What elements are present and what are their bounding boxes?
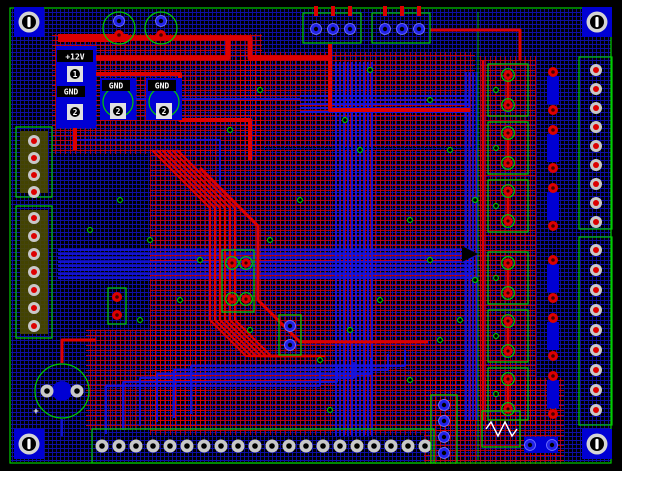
capacitor-gnd-b: GND 2 xyxy=(146,78,182,120)
screw-head-icon xyxy=(582,7,612,37)
power-terminal-block: +12V 1 GND 2 xyxy=(56,46,96,128)
small-component-center xyxy=(278,314,302,356)
screw-head-icon xyxy=(582,429,612,459)
coil-zigzag-icon xyxy=(485,420,518,438)
bottom-right-4pin-connector xyxy=(430,394,458,464)
right-module-6 xyxy=(487,367,559,421)
cap-b-pin-number: 2 xyxy=(162,107,167,116)
small-smd-component xyxy=(524,437,558,453)
mounting-hole-top-left xyxy=(14,7,44,37)
cap-b-label: GND xyxy=(155,82,170,91)
inductor-component xyxy=(481,410,521,448)
right-module-5 xyxy=(487,309,559,363)
capacitor-top-2 xyxy=(144,11,178,45)
screw-head-icon xyxy=(14,429,44,459)
small-component-left xyxy=(107,287,127,325)
left-lower-connector xyxy=(15,205,53,339)
power-gnd-label: GND xyxy=(64,88,79,97)
capacitor-gnd-a: GND 2 xyxy=(100,78,136,120)
power-plus-pin-number: 1 xyxy=(73,70,78,79)
power-plus-label: +12V xyxy=(65,53,84,62)
capacitor-top-1 xyxy=(102,11,136,45)
mounting-hole-bottom-left xyxy=(14,429,44,459)
center-component xyxy=(221,249,255,313)
mounting-hole-top-right xyxy=(582,7,612,37)
top-connector-1 xyxy=(302,6,362,44)
arrow-marker xyxy=(462,246,478,262)
bottom-header-connector xyxy=(91,428,435,464)
cap-a-pin-number: 2 xyxy=(116,107,121,116)
screw-head-icon xyxy=(14,7,44,37)
right-module-3 xyxy=(487,179,559,233)
top-connector-2 xyxy=(371,6,431,44)
right-module-4 xyxy=(487,251,559,305)
right-edge-connector-lower xyxy=(578,236,613,426)
left-upper-connector xyxy=(15,126,53,198)
power-gnd-pin-number: 2 xyxy=(73,108,78,117)
top-copper-traces xyxy=(58,28,522,420)
cap-a-label: GND xyxy=(109,82,124,91)
right-module-2 xyxy=(487,121,559,175)
buzzer-round-component: + xyxy=(33,363,90,419)
polarity-mark: + xyxy=(33,407,39,417)
right-edge-connector-upper xyxy=(578,56,613,230)
right-module-1 xyxy=(487,63,559,117)
mounting-hole-bottom-right xyxy=(582,429,612,459)
